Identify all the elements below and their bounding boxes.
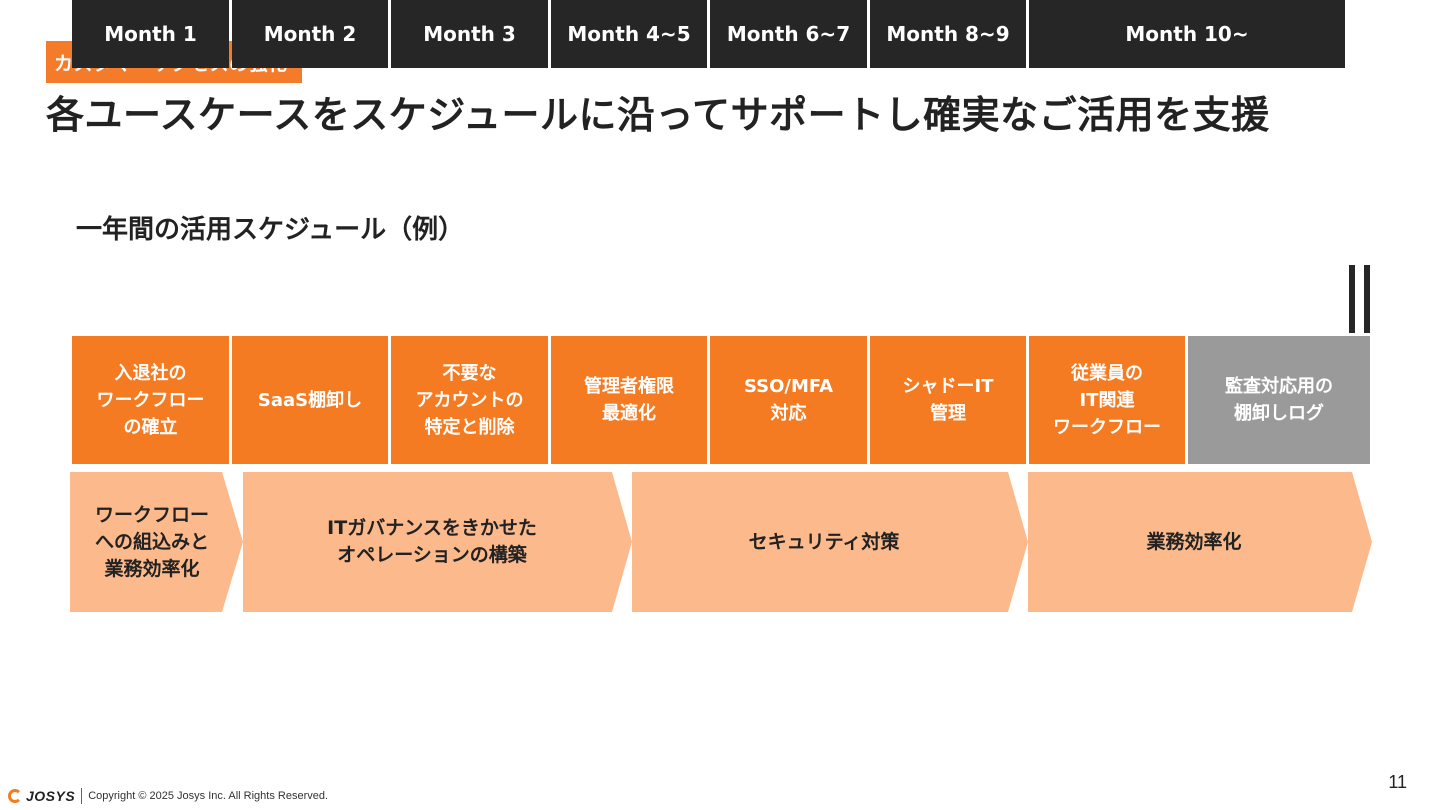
timeline-end-bar [1349, 265, 1355, 333]
month-cell: Month 1 [72, 0, 229, 68]
month-cell: Month 2 [232, 0, 388, 68]
usecase-cell: SaaS棚卸し [232, 336, 388, 464]
usecase-cell: シャドーIT 管理 [870, 336, 1026, 464]
josys-logo-icon [8, 789, 22, 803]
usecase-cell: 入退社の ワークフロー の確立 [72, 336, 229, 464]
month-cell: Month 4~5 [551, 0, 707, 68]
usecase-cell-audit: 監査対応用の 棚卸しログ [1188, 336, 1370, 464]
copyright-text: Copyright © 2025 Josys Inc. All Rights R… [88, 790, 329, 802]
phase-label: セキュリティ対策 [748, 530, 900, 553]
phase-label: 業務効率化 [1146, 530, 1242, 553]
company-logo: JOSYS [26, 788, 76, 804]
usecase-cell: 従業員の IT関連 ワークフロー [1029, 336, 1185, 464]
month-cell: Month 10~ [1029, 0, 1345, 68]
page-title: 各ユースケースをスケジュールに沿ってサポートし確実なご活用を支援 [46, 93, 1270, 137]
phase-label: ワークフロー への組込みと 業務効率化 [94, 503, 209, 580]
phase-label: ITガバナンスをきかせた オペレーションの構築 [327, 517, 537, 566]
footer: JOSYS Copyright © 2025 Josys Inc. All Ri… [8, 786, 328, 806]
month-cell: Month 8~9 [870, 0, 1026, 68]
month-cell: Month 6~7 [710, 0, 867, 68]
schedule-title: 一年間の活用スケジュール（例） [76, 215, 465, 245]
timeline-end-bar [1364, 265, 1370, 333]
usecase-cell: 管理者権限 最適化 [551, 336, 707, 464]
usecase-cell: SSO/MFA 対応 [710, 336, 867, 464]
footer-divider [81, 788, 83, 804]
usecase-cell: 不要な アカウントの 特定と削除 [391, 336, 548, 464]
page-number: 11 [1388, 772, 1407, 792]
month-cell: Month 3 [391, 0, 548, 68]
